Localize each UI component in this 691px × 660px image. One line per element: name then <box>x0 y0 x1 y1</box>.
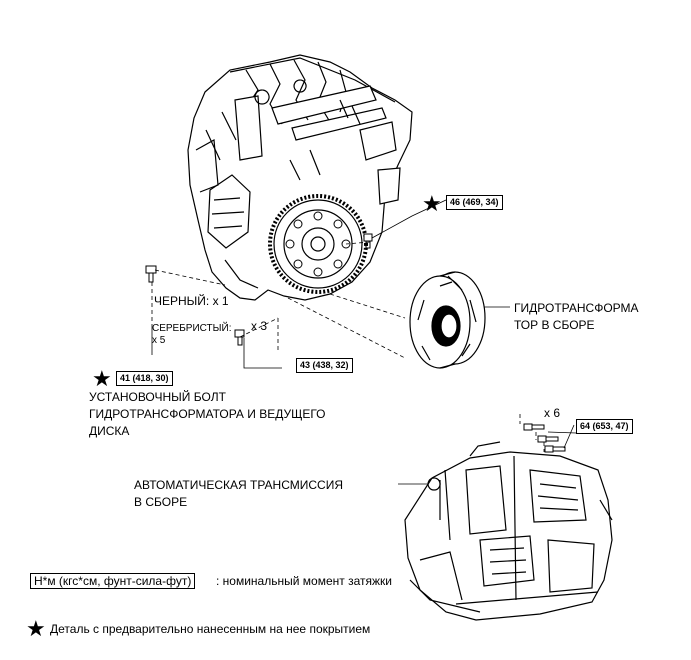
legend-torque-desc: : номинальный момент затяжки <box>216 574 392 588</box>
set-bolt-name-line3: ДИСКА <box>89 424 130 438</box>
transmission-bolt-count: x 6 <box>544 406 561 420</box>
transmission-name-line2: В СБОРЕ <box>134 495 188 509</box>
legend-torque-units: Н*м (кгс*см, фунт-сила-фут) <box>30 573 196 589</box>
transmission-bolts <box>523 423 566 453</box>
torque-converter <box>409 271 486 369</box>
flywheel-bolt <box>363 233 373 249</box>
silver-bolt-count: x 5 <box>152 335 166 346</box>
flywheel-bolt-torque: 46 (469, 34) <box>446 195 503 210</box>
drive-plate <box>268 194 368 294</box>
set-bolt-torque: 43 (438, 32) <box>296 358 353 373</box>
assembly-lines <box>151 241 545 452</box>
transmission-bolt-torque: 64 (653, 47) <box>576 419 633 434</box>
silver-bolt-torque: 41 (418, 30) <box>116 371 173 386</box>
set-bolt <box>234 329 245 346</box>
set-bolt-name-line2: ГИДРОТРАНСФОРМАТОРА И ВЕДУЩЕГО <box>89 407 326 421</box>
black-bolt-label: ЧЕРНЫЙ: x 1 <box>154 294 229 308</box>
legend-precoated-desc: Деталь с предварительно нанесенным на не… <box>50 622 371 636</box>
silver-bolt-label: СЕРЕБРИСТЫЙ: <box>152 323 232 334</box>
set-bolt-count: x 3 <box>251 319 268 333</box>
transmission-assembly <box>404 441 613 621</box>
black-bolt <box>145 265 157 283</box>
torque-converter-name-line2: ТОР В СБОРЕ <box>514 318 595 332</box>
torque-converter-name-line1: ГИДРОТРАНСФОРМА <box>514 301 639 315</box>
legend-star-icon: ★ <box>26 616 46 641</box>
set-bolt-name-line1: УСТАНОВОЧНЫЙ БОЛТ <box>89 390 226 404</box>
precoated-star-icon: ★ <box>422 191 442 216</box>
transmission-name-line1: АВТОМАТИЧЕСКАЯ ТРАНСМИССИЯ <box>134 478 343 492</box>
precoated-star-icon: ★ <box>92 366 112 391</box>
engine-assembly <box>187 54 413 301</box>
